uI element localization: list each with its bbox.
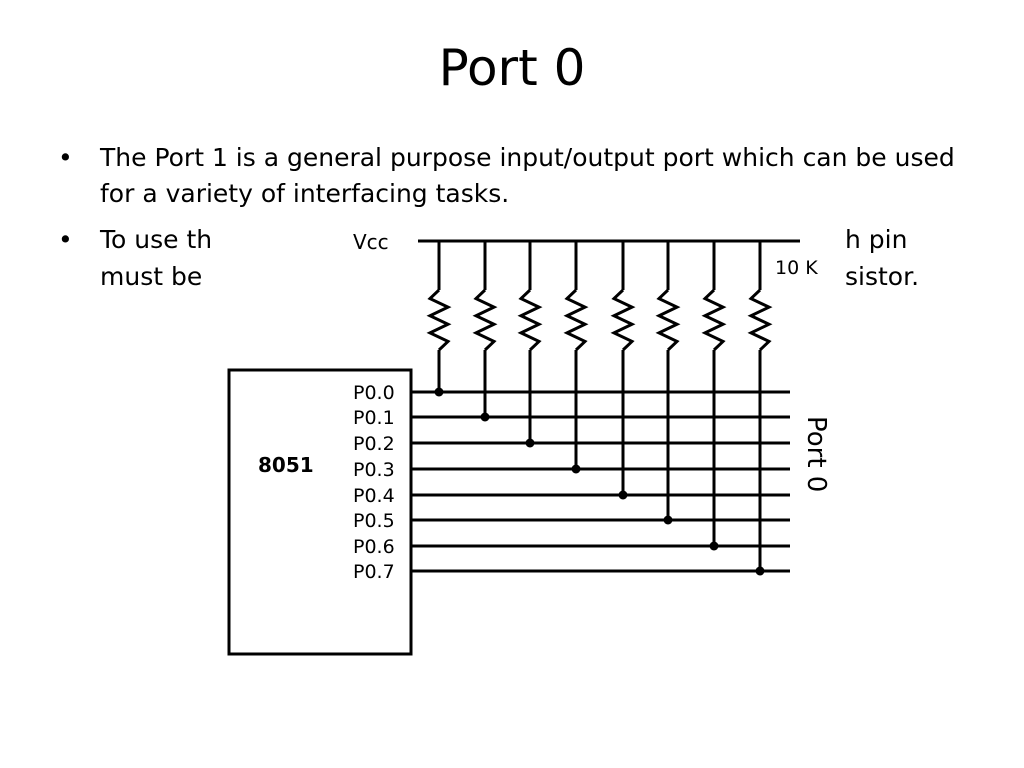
junction-dot: [663, 515, 673, 525]
resistor-10k: [655, 288, 681, 352]
resistor-value-label: 10 K: [775, 257, 818, 279]
resistor-10k: [472, 288, 498, 352]
junction-dot: [755, 566, 765, 576]
pin-lines: P0.0P0.1P0.2P0.3P0.4P0.5P0.6P0.7: [353, 350, 790, 583]
vcc-label: Vcc: [353, 230, 389, 254]
bullet-fragment: must be: [100, 262, 203, 291]
resistor-10k: [610, 288, 636, 352]
bullet-text: The Port 1 is a general purpose input/ou…: [100, 143, 955, 208]
chip-8051: [227, 368, 413, 656]
resistor-10k: [426, 288, 452, 352]
pin-label: P0.0: [353, 382, 395, 404]
resistor-10k: [563, 288, 589, 352]
port-label: Port 0: [801, 416, 831, 492]
bullet-item: • The Port 1 is a general purpose input/…: [58, 140, 958, 212]
junction-dot: [434, 387, 444, 397]
diagram-backing: [212, 224, 782, 304]
bullet-fragment: h pin: [845, 225, 908, 254]
pin-label: P0.3: [353, 459, 395, 481]
pullup-resistors: [426, 241, 773, 352]
bullet-dot: •: [58, 143, 73, 172]
pin-label: P0.7: [353, 561, 395, 583]
slide-title: Port 0: [438, 39, 586, 97]
junction-dot: [709, 541, 719, 551]
junction-dot: [480, 412, 490, 422]
bullet-fragment: sistor.: [845, 262, 920, 291]
pin-label: P0.6: [353, 536, 395, 558]
resistor-10k: [747, 288, 773, 352]
pin-label: P0.4: [353, 485, 395, 507]
bullet-list: • The Port 1 is a general purpose input/…: [58, 140, 958, 222]
bullet-dot: •: [58, 225, 73, 254]
bullet-fragment: To use th: [100, 225, 213, 254]
resistor-10k: [517, 288, 543, 352]
junction-dot: [571, 464, 581, 474]
junction-dot: [618, 490, 628, 500]
resistor-10k: [701, 288, 727, 352]
pin-label: P0.1: [353, 407, 395, 429]
pin-label: P0.5: [353, 510, 395, 532]
junction-dot: [525, 438, 535, 448]
pin-label: P0.2: [353, 433, 395, 455]
bullet-item-partial: • To use th h pin must be sistor.: [58, 222, 968, 302]
chip-label: 8051: [258, 453, 314, 477]
